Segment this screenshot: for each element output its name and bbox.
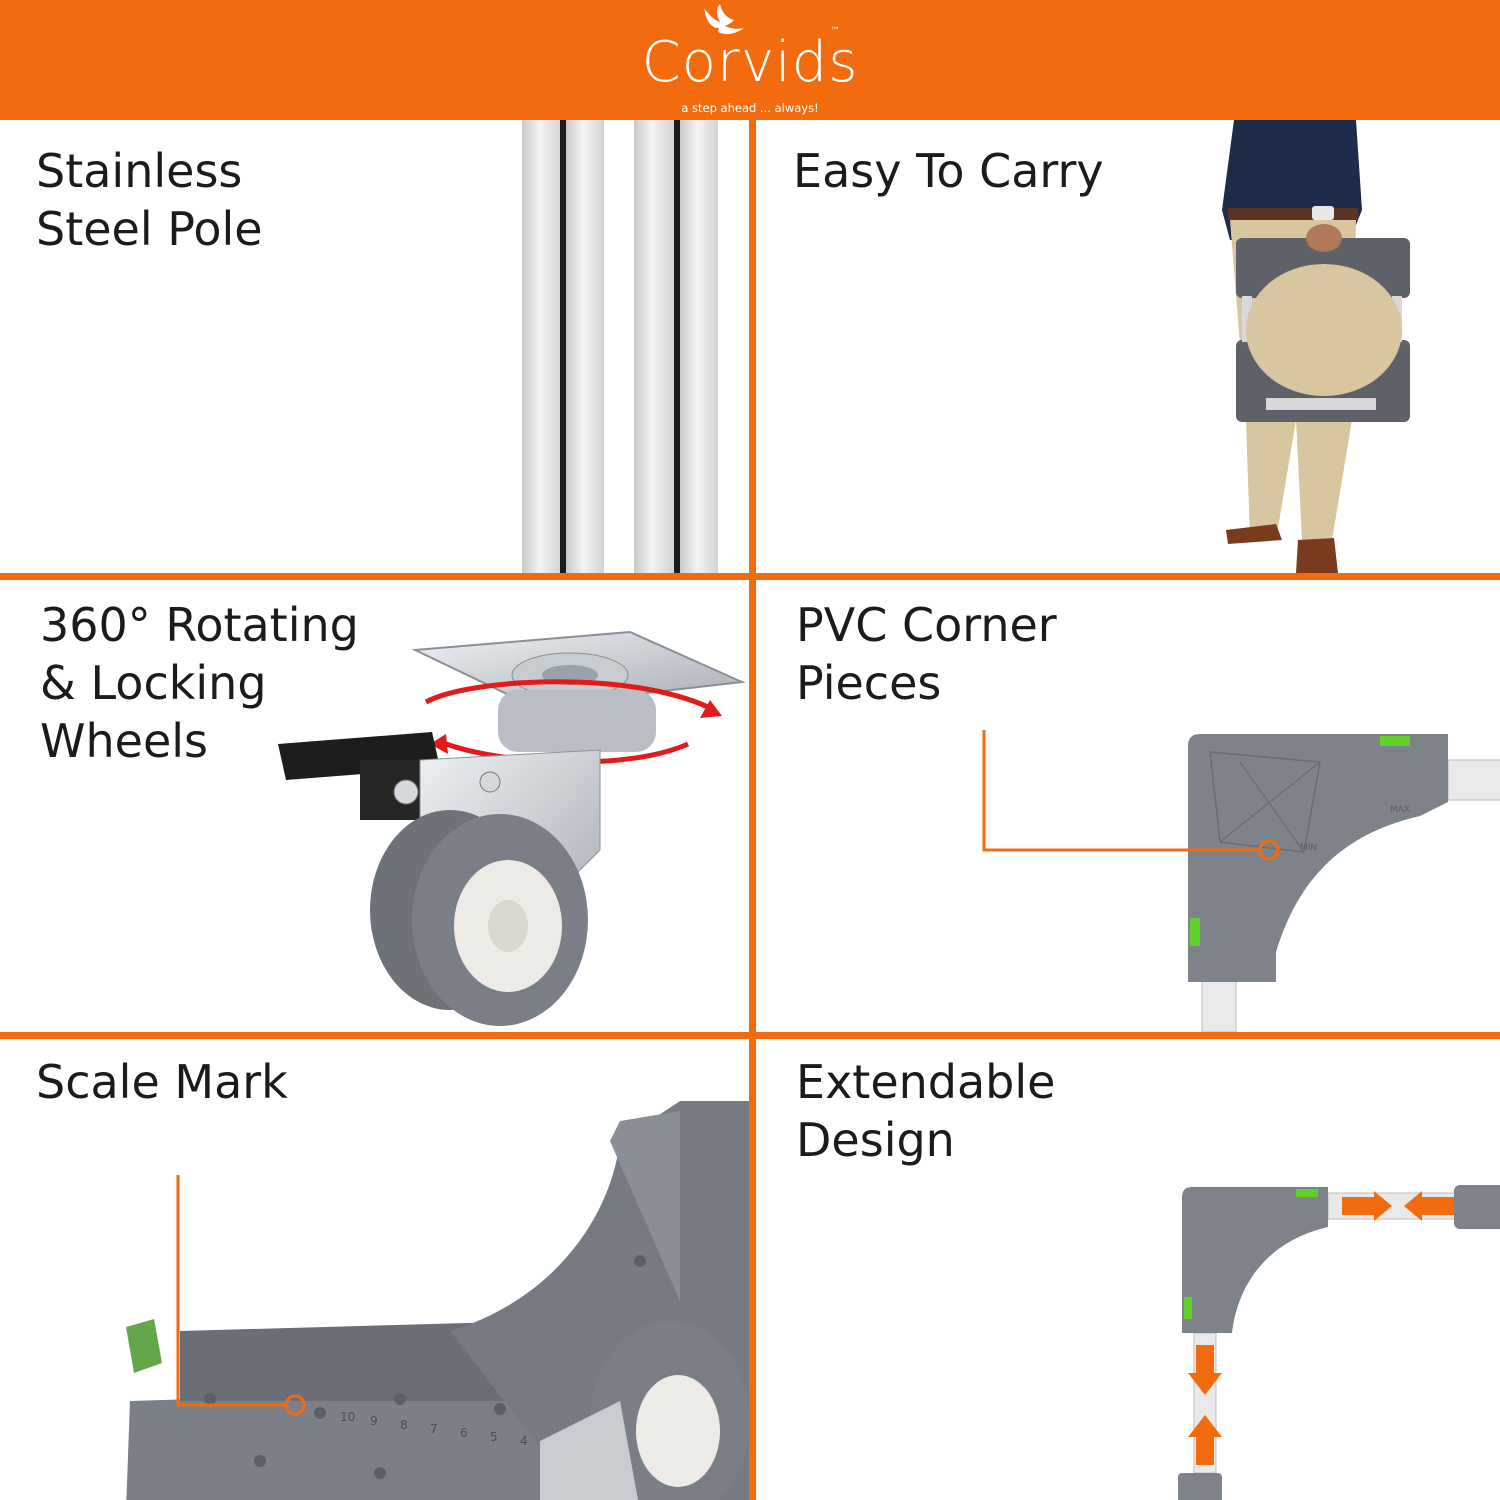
bird-logo-icon (704, 4, 744, 35)
panel-steel-pole: Stainless Steel Pole (0, 120, 749, 573)
steel-pole-image (522, 120, 718, 573)
panel-scale-mark: Scale Mark 10 9 8 7 6 5 4 (0, 1039, 749, 1500)
trademark-symbol: ™ (830, 26, 840, 37)
divider-horizontal-2 (0, 1032, 1500, 1039)
scale-digit: 4 (520, 1434, 528, 1448)
corner-label-max: MAX (1390, 805, 1410, 815)
panel-extendable-design: Extendable Design (756, 1039, 1500, 1500)
scale-digit: 9 (370, 1414, 378, 1428)
panel-title: Scale Mark (36, 1055, 288, 1109)
divider-vertical (749, 120, 756, 1500)
caster-wheel-image (278, 630, 746, 1026)
pvc-corner-image: MAX MIN (1188, 734, 1500, 1032)
brand-tagline: a step ahead ... always! (681, 101, 819, 115)
panel-pvc-corner: PVC Corner Pieces MAX MIN (756, 580, 1500, 1032)
panel-title: Stainless Steel Pole (36, 144, 263, 256)
corner-label-min: MIN (1300, 843, 1317, 853)
scale-digit: 6 (460, 1426, 468, 1440)
divider-horizontal-1 (0, 573, 1500, 580)
header-bar (0, 0, 1500, 120)
panel-title: 360° Rotating & Locking Wheels (40, 598, 359, 768)
panel-rotating-wheels: 360° Rotating & Locking Wheels (0, 580, 749, 1032)
scale-digit: 8 (400, 1418, 408, 1432)
panel-title: PVC Corner Pieces (796, 598, 1057, 710)
man-carrying-stand-image (1222, 120, 1410, 573)
brand-logo[interactable]: Corvids ™ a step ahead ... always! (0, 0, 1500, 120)
panel-title: Extendable Design (796, 1055, 1056, 1167)
scale-digit: 5 (490, 1430, 498, 1444)
panel-easy-carry: Easy To Carry (756, 120, 1500, 573)
scale-mark-image: 10 9 8 7 6 5 4 (126, 1101, 749, 1500)
extendable-frame-image (1178, 1185, 1500, 1500)
panel-title: Easy To Carry (793, 144, 1104, 198)
scale-digit: 7 (430, 1422, 438, 1436)
scale-digit: 10 (340, 1410, 355, 1424)
brand-name: Corvids (641, 30, 859, 95)
